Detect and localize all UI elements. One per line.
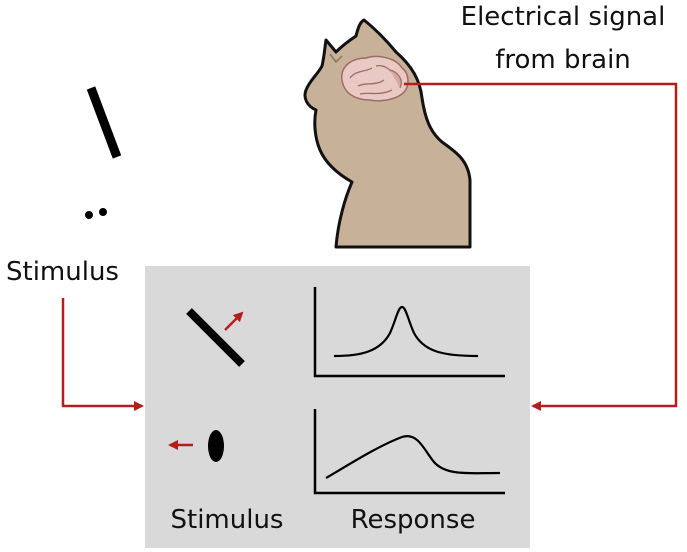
stimulus-dots-icon <box>85 208 107 219</box>
panel-ellipse-stimulus-icon <box>208 430 224 462</box>
stimulus-label-left: Stimulus <box>6 257 119 287</box>
response-plot-bottom <box>313 409 505 495</box>
electrical-signal-label-line2: from brain <box>495 45 631 75</box>
electrical-signal-label-line1: Electrical signal <box>461 2 666 32</box>
panel-bar-stimulus-icon <box>186 308 245 367</box>
stimulus-arrow <box>61 298 144 411</box>
cat-icon <box>303 18 472 249</box>
bar-motion-arrow-icon <box>224 311 244 331</box>
stimulus-bar-icon <box>86 86 122 159</box>
brain-icon <box>341 55 409 102</box>
signal-arrow <box>404 82 678 411</box>
panel-stimulus-label: Stimulus <box>171 505 284 535</box>
response-panel <box>145 266 530 548</box>
panel-response-label: Response <box>351 505 476 535</box>
response-plot-top <box>313 287 505 378</box>
